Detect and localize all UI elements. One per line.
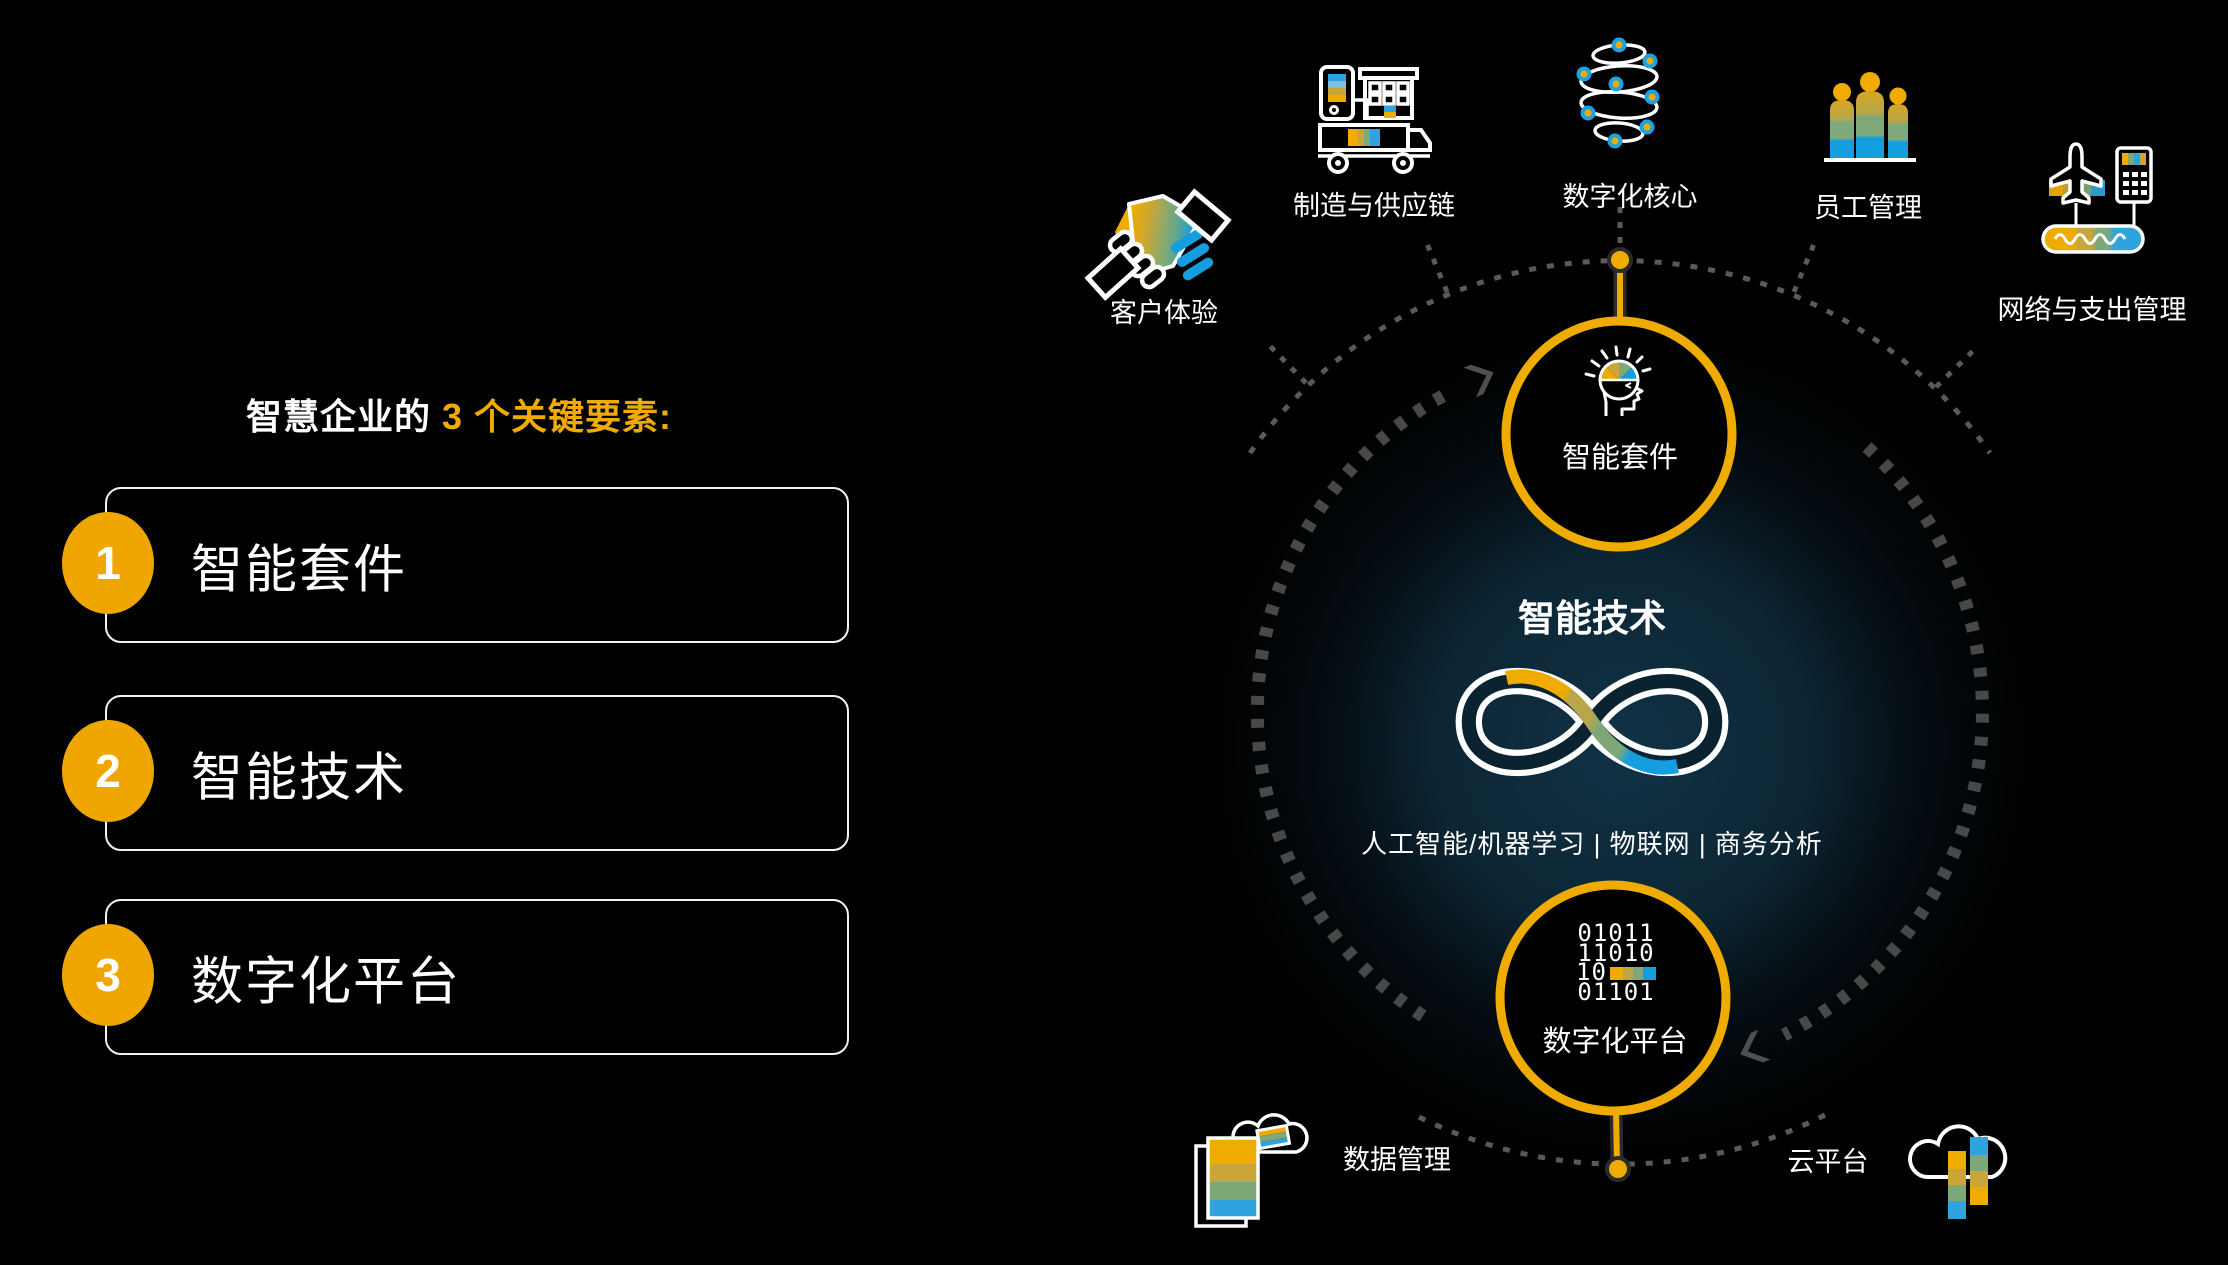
- digital-platform-node-label: 数字化平台: [1542, 1026, 1688, 1058]
- number-badge-2: 2: [62, 720, 154, 822]
- people-icon: [1824, 72, 1916, 162]
- number-badge-3: 3: [62, 924, 154, 1026]
- digital-platform-circle: [1495, 880, 1731, 1116]
- binary-code-icon: 01011 11010 10 01101: [1576, 919, 1656, 1006]
- page-title-accent: 3 个关键要素:: [442, 396, 673, 437]
- bottom-stem: [1605, 1109, 1631, 1182]
- bottom-dot: [1605, 1156, 1631, 1182]
- label-cloud-platform: 云平台: [1787, 1147, 1869, 1177]
- label-people-management: 员工管理: [1814, 193, 1922, 223]
- key-element-box-1: 智能套件: [105, 487, 849, 643]
- intelligent-suite-node-label: 智能套件: [1561, 442, 1679, 474]
- top-dot: [1607, 247, 1633, 273]
- digital-core-coil-icon: [1576, 37, 1660, 149]
- key-element-label-2: 智能技术: [191, 749, 408, 808]
- binary-line-3: 10: [1576, 960, 1656, 984]
- cloud-bars-icon: [1908, 1124, 2008, 1219]
- label-data-management: 数据管理: [1343, 1145, 1451, 1175]
- center-subtitle: 人工智能/机器学习 | 物联网 | 商务分析: [1361, 829, 1823, 859]
- number-badge-1: 1: [62, 512, 154, 614]
- page-title-lead: 智慧企业的: [246, 396, 443, 437]
- label-digital-core: 数字化核心: [1562, 182, 1698, 212]
- network-spend-icon: [2041, 142, 2153, 254]
- label-network-spend-management: 网络与支出管理: [1997, 295, 2187, 325]
- binary-line-4: 01101: [1577, 977, 1655, 1006]
- ring-ticks: [1264, 206, 1976, 389]
- arrow-head-icon: [1463, 364, 1494, 398]
- label-customer-experience: 客户体验: [1110, 298, 1218, 328]
- binary-color-chip: [1609, 967, 1656, 980]
- page-title: 智慧企业的 3 个关键要素:: [246, 388, 672, 440]
- data-documents-icon: [1194, 1113, 1309, 1228]
- key-element-label-1: 智能套件: [191, 541, 408, 600]
- thinking-head-icon: [1584, 345, 1652, 416]
- center-title: 智能技术: [1518, 598, 1666, 639]
- factory-truck-icon: [1318, 65, 1432, 174]
- label-manufacturing-supply-chain: 制造与供应链: [1293, 191, 1455, 221]
- top-stem: [1607, 247, 1633, 322]
- key-element-box-3: 数字化平台: [105, 899, 849, 1055]
- key-element-label-3: 数字化平台: [191, 953, 462, 1012]
- handshake-icon: [1084, 188, 1232, 301]
- rotation-arrow-arcs: [1250, 386, 1989, 1041]
- infinity-icon: [1455, 668, 1729, 776]
- intelligent-suite-circle: [1501, 316, 1737, 552]
- arrow-head-icon: [1740, 1029, 1771, 1063]
- binary-line-1: 01011: [1577, 919, 1655, 947]
- binary-line-2: 11010: [1577, 938, 1655, 967]
